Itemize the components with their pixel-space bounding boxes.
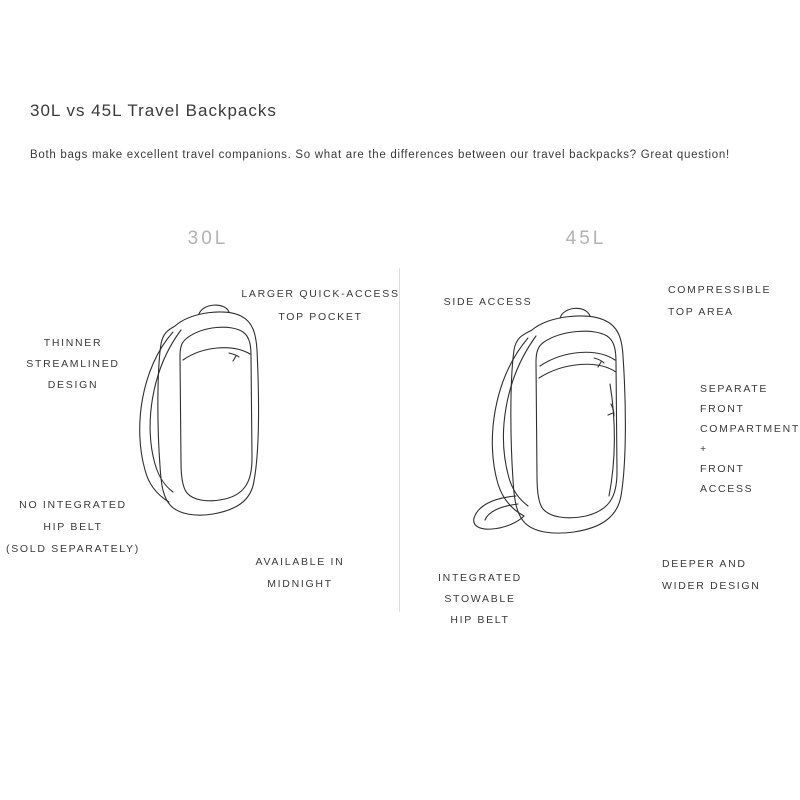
callout-side-access: SIDE ACCESS bbox=[443, 296, 533, 308]
backpack-45l-illustration bbox=[473, 307, 626, 534]
callout-no-hip-belt: NO INTEGRATED HIP BELT (SOLD SEPARATELY) bbox=[6, 499, 140, 555]
zipper-pull-side bbox=[607, 403, 615, 417]
callout-integrated-hip-belt: INTEGRATED STOWABLE HIP BELT bbox=[438, 572, 522, 626]
zipper-pull bbox=[228, 352, 240, 362]
strap-outer bbox=[491, 337, 529, 517]
body-outline bbox=[157, 311, 260, 516]
callout-compressible-top: COMPRESSIBLE TOP AREA bbox=[668, 284, 772, 318]
strap-inner bbox=[149, 329, 182, 493]
heading-30l: 30L bbox=[187, 228, 229, 249]
callout-thinner-design: THINNER STREAMLINED DESIGN bbox=[26, 337, 120, 391]
backpack-30l-illustration bbox=[139, 304, 260, 516]
front-access-zipper bbox=[608, 383, 615, 497]
hip-belt-inner bbox=[484, 503, 519, 521]
top-pocket-seam-2 bbox=[538, 363, 617, 379]
strap-outer bbox=[139, 331, 174, 503]
handle bbox=[559, 307, 591, 319]
handle bbox=[198, 304, 230, 315]
front-panel bbox=[179, 326, 253, 502]
hip-belt-outer bbox=[473, 495, 525, 530]
page-title: 30L vs 45L Travel Backpacks bbox=[30, 101, 277, 120]
front-panel bbox=[535, 330, 618, 519]
heading-45l: 45L bbox=[565, 228, 607, 249]
zipper-pull-top bbox=[593, 357, 605, 368]
callout-top-pocket: LARGER QUICK-ACCESS TOP POCKET bbox=[241, 288, 400, 323]
page-intro: Both bags make excellent travel companio… bbox=[30, 149, 730, 161]
callout-front-compartment: SEPARATE FRONT COMPARTMENT + FRONT ACCES… bbox=[700, 383, 800, 495]
strap-inner bbox=[502, 335, 537, 507]
top-pocket-seam-1 bbox=[539, 351, 616, 367]
panel-divider bbox=[399, 268, 400, 612]
callout-available-midnight: AVAILABLE IN MIDNIGHT bbox=[255, 556, 345, 590]
top-pocket-seam bbox=[182, 347, 251, 361]
callout-deeper-wider: DEEPER AND WIDER DESIGN bbox=[662, 558, 761, 592]
